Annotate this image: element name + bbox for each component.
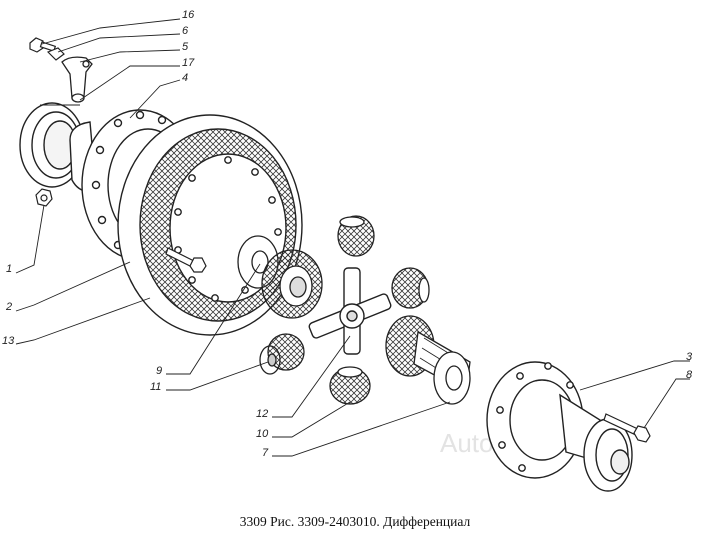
part-13-bolt bbox=[165, 247, 207, 273]
part-12-spider-cross bbox=[308, 267, 392, 355]
callout-4: 4 bbox=[182, 72, 188, 84]
callout-6: 6 bbox=[182, 25, 189, 37]
side-gear-left bbox=[261, 249, 323, 319]
callout-10: 10 bbox=[256, 428, 269, 440]
part-1-nut bbox=[35, 188, 53, 207]
callout-1: 1 bbox=[6, 263, 12, 275]
callout-2: 2 bbox=[5, 301, 12, 313]
part-8-bolt bbox=[603, 413, 651, 443]
part-11-pinion-gear bbox=[259, 333, 305, 375]
callout-13: 13 bbox=[2, 335, 15, 347]
callout-17: 17 bbox=[182, 57, 195, 69]
callout-9: 9 bbox=[156, 365, 162, 377]
part-5-bracket bbox=[61, 56, 93, 103]
part-16-bolt bbox=[29, 37, 57, 53]
pinion-gear-top bbox=[337, 215, 375, 257]
callout-11: 11 bbox=[150, 381, 161, 393]
callout-12: 12 bbox=[256, 408, 268, 420]
callout-3: 3 bbox=[686, 351, 693, 363]
bearing-right bbox=[583, 418, 633, 492]
leader-lines bbox=[15, 18, 690, 457]
part-7-thrust-washer bbox=[433, 351, 471, 405]
callout-7: 7 bbox=[262, 447, 269, 459]
part-10-pinion-gear-bottom bbox=[329, 366, 371, 405]
callout-labels: 16 6 5 17 4 1 2 13 9 11 12 10 7 3 8 bbox=[2, 9, 693, 459]
pinion-gear-right bbox=[391, 267, 430, 309]
part-3-case-right bbox=[486, 361, 601, 479]
callout-5: 5 bbox=[182, 41, 189, 53]
callout-16: 16 bbox=[182, 9, 195, 21]
callout-8: 8 bbox=[686, 369, 693, 381]
figure-caption: 3309 Рис. 3309-2403010. Дифференциал bbox=[239, 514, 471, 529]
part-17-bearing-left bbox=[19, 102, 85, 188]
